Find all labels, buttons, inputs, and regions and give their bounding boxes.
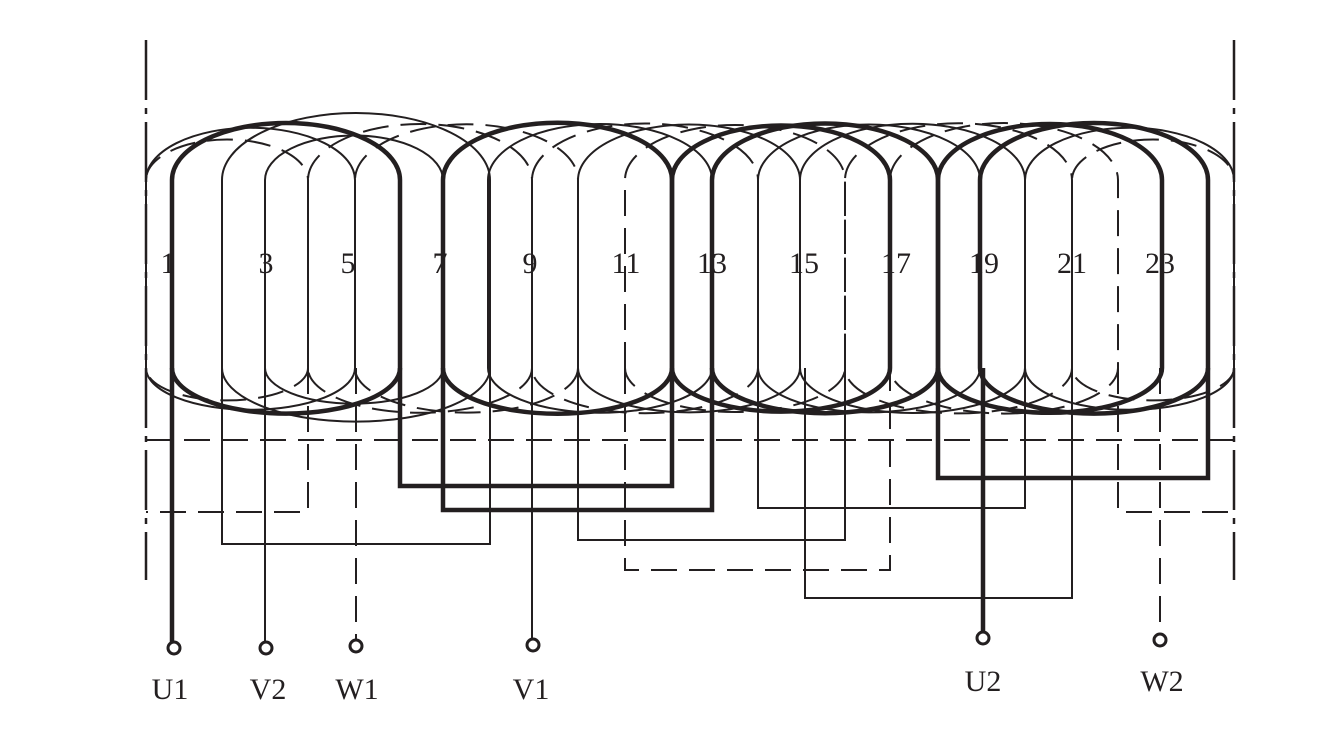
- coil-20: [1071, 138, 1235, 402]
- terminals: [166, 630, 1168, 656]
- coil-18: [977, 120, 1211, 416]
- slot-label-11: 11: [612, 247, 641, 280]
- coil-4: [307, 123, 533, 414]
- end-connection-1: [397, 368, 675, 489]
- terminal-label-u2: U2: [965, 665, 1002, 698]
- terminal-circle-w1: [348, 638, 364, 654]
- terminal-circle-v1: [525, 637, 541, 653]
- diagram-frame: [144, 40, 1236, 580]
- coil-1: [169, 120, 403, 416]
- slot-label-15: 15: [789, 247, 819, 280]
- end-connection-9: [624, 368, 891, 571]
- slot-label-3: 3: [259, 247, 274, 280]
- coil-5: [354, 123, 579, 414]
- coil-21: [145, 126, 356, 411]
- terminal-circle-v2: [258, 640, 274, 656]
- coil-16: [889, 122, 1119, 415]
- slot-label-23: 23: [1145, 247, 1175, 280]
- end-connection-10: [1117, 368, 1234, 513]
- slot-labels: 1 3 5 7 9 11 13 15 17 19 21 23: [161, 247, 1176, 280]
- coil-11: [669, 123, 893, 414]
- slot-label-17: 17: [881, 247, 911, 280]
- end-connection-7: [804, 368, 1073, 599]
- terminal-label-w1: W1: [335, 673, 378, 706]
- terminal-circle-u2: [975, 630, 991, 646]
- end-connection-6: [757, 368, 1026, 509]
- coil-10: [624, 124, 846, 413]
- coil-22: [145, 138, 309, 402]
- slot-label-21: 21: [1057, 247, 1087, 280]
- terminal-circle-w2: [1152, 632, 1168, 648]
- terminal-label-w2: W2: [1140, 665, 1183, 698]
- slot-label-19: 19: [969, 247, 999, 280]
- slot-label-1: 1: [161, 247, 176, 280]
- terminal-circle-u1: [166, 640, 182, 656]
- terminal-leads: [169, 368, 1161, 642]
- coil-group: [145, 112, 1235, 423]
- slot-label-7: 7: [433, 247, 448, 280]
- slot-label-5: 5: [341, 247, 356, 280]
- end-connection-5: [577, 368, 846, 541]
- slot-label-13: 13: [697, 247, 727, 280]
- terminal-label-v1: V1: [513, 673, 550, 706]
- slot-label-9: 9: [523, 247, 538, 280]
- coil-15: [844, 122, 1073, 415]
- terminal-label-u1: U1: [152, 673, 189, 706]
- terminal-label-v2: V2: [250, 673, 287, 706]
- coil-17: [935, 121, 1165, 416]
- terminal-labels: U1 V2 W1 V1 U2 W2: [152, 665, 1184, 706]
- end-connection-8: [146, 368, 309, 513]
- coil-2: [221, 112, 491, 423]
